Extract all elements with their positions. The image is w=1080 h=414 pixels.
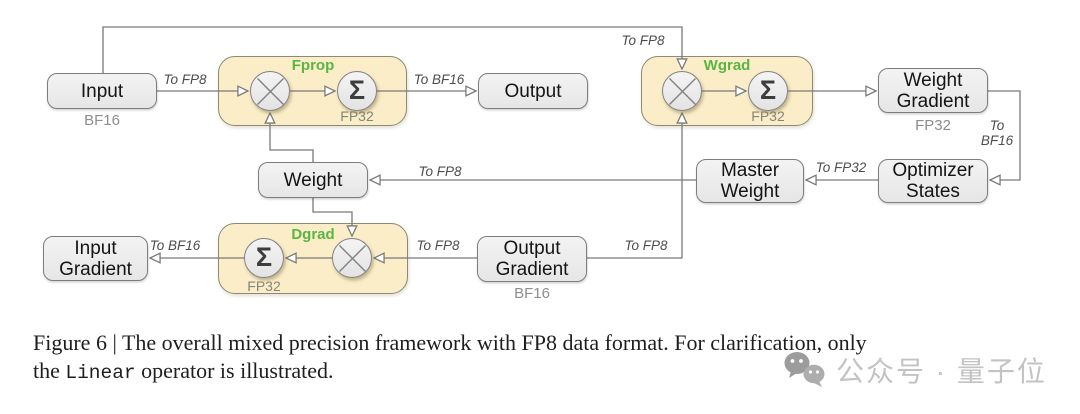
multiply-icon (338, 244, 366, 272)
edge-weight-gradient-to-optimizer (988, 90, 1021, 180)
weight-label: Weight (283, 169, 343, 191)
master-weight-node: Master Weight (696, 159, 804, 203)
sigma-icon: Σ (348, 74, 366, 105)
sigma-icon: Σ (255, 241, 273, 272)
output-gradient-label: Output Gradient (495, 238, 569, 280)
wgrad-precision-label: FP32 (751, 108, 785, 124)
caption-line-2: the Linear operator is illustrated. (33, 358, 334, 384)
wgrad-title: Wgrad (703, 57, 751, 74)
edge-label-master-to-weight: To FP8 (418, 164, 462, 179)
input-gradient-node: Input Gradient (43, 236, 148, 281)
wechat-icon (784, 352, 825, 387)
master-weight-label: Master Weight (720, 160, 780, 202)
edge-weight-to-fprop (270, 113, 314, 162)
fprop-multiply-operator (250, 71, 290, 111)
watermark: 公众号 · 量子位 (783, 350, 1047, 390)
dgrad-title: Dgrad (291, 226, 335, 243)
output-gradient-precision-label: BF16 (514, 285, 550, 302)
input-label: Input (80, 80, 124, 102)
connector-layer (102, 26, 1021, 320)
input-precision-label: BF16 (84, 112, 120, 129)
optimizer-states-node: Optimizer States (878, 159, 988, 203)
edge-label-weight-gradient-to-optimizer: To BF16 (980, 118, 1014, 148)
weight-node: Weight (258, 162, 368, 198)
dgrad-multiply-operator (332, 238, 372, 278)
edge-weight-to-dgrad (312, 198, 352, 236)
fprop-sum-operator: Σ (337, 71, 377, 111)
fprop-precision-label: FP32 (340, 108, 374, 124)
output-gradient-node: Output Gradient (477, 236, 587, 282)
wgrad-sum-operator: Σ (748, 71, 788, 111)
weight-gradient-precision-label: FP32 (915, 117, 951, 134)
caption-code: Linear (65, 362, 136, 384)
figure-caption: Figure 6 | The overall mixed precision f… (33, 329, 867, 387)
multiply-icon (256, 77, 284, 105)
watermark-text: 公众号 · 量子位 (836, 356, 1047, 387)
weight-gradient-label: Weight Gradient (896, 69, 970, 112)
edge-label-output-gradient-to-wgrad: To FP8 (624, 238, 668, 253)
edge-label-output-gradient-to-dgrad: To FP8 (416, 238, 460, 253)
optimizer-states-label: Optimizer States (892, 160, 974, 202)
edge-input-to-wgrad (102, 26, 682, 73)
output-node: Output (478, 73, 588, 109)
weight-gradient-node: Weight Gradient (878, 68, 988, 113)
output-label: Output (504, 80, 562, 102)
sigma-icon: Σ (759, 74, 777, 105)
dgrad-sum-operator: Σ (244, 238, 284, 278)
input-node: Input (47, 73, 157, 109)
edge-label-input-to-fprop: To FP8 (163, 72, 207, 87)
edge-label-input-to-wgrad: To FP8 (621, 33, 665, 48)
edge-label-dgrad-to-input-gradient: To BF16 (149, 238, 201, 253)
edge-label-fprop-to-output: To BF16 (413, 72, 465, 87)
input-gradient-label: Input Gradient (59, 237, 132, 280)
edge-output-gradient-to-wgrad (587, 113, 682, 259)
multiply-icon (668, 77, 696, 105)
caption-line-1: Figure 6 | The overall mixed precision f… (33, 330, 867, 355)
edge-label-optimizer-to-master: To FP32 (815, 160, 867, 175)
wgrad-multiply-operator (662, 71, 702, 111)
fprop-title: Fprop (291, 57, 335, 74)
dgrad-precision-label: FP32 (247, 278, 281, 294)
